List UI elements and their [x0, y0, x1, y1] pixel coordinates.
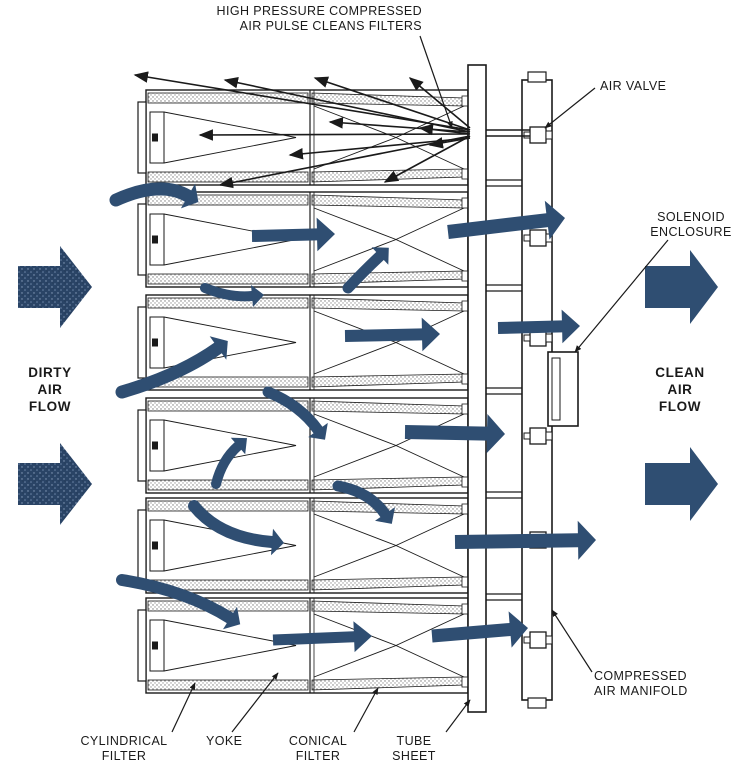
flow-arrow-curve — [188, 500, 278, 548]
flow-arrow — [251, 217, 335, 252]
flow-arrow-curve — [115, 341, 225, 399]
air-valve — [523, 229, 553, 247]
internal-flow-arrows — [109, 182, 596, 653]
flow-arrow-curve — [342, 250, 386, 294]
flow-arrow-head — [251, 285, 264, 307]
air-valve — [523, 631, 553, 649]
flow-arrow — [454, 520, 596, 560]
flow-arrow-head — [209, 336, 228, 360]
clean-air-arrow-bottom — [645, 447, 718, 521]
flow-arrow-curve — [200, 283, 257, 302]
tube-sheet — [467, 64, 487, 713]
dirty-air-arrow-bottom — [18, 443, 92, 525]
flow-arrow-head — [308, 422, 328, 440]
label-compressed-air-manifold: COMPRESSED AIR MANIFOLD — [594, 669, 688, 698]
manifold-braces — [486, 179, 522, 601]
label-conical-filter: CONICAL FILTER — [288, 734, 348, 763]
dirty-air-arrow-top — [18, 246, 92, 328]
flow-arrow-head — [271, 528, 284, 556]
label-cylindrical-filter: CYLINDRICAL FILTER — [80, 734, 168, 763]
label-dirty-air-flow: DIRTY AIR FLOW — [28, 365, 72, 414]
pulse-jet-arrows — [133, 71, 530, 189]
clean-air-arrows — [645, 250, 718, 521]
pulse-arrow — [428, 137, 471, 149]
clean-air-arrow-top — [645, 250, 718, 324]
pulse-arrow — [383, 135, 471, 183]
flow-arrow-curve — [262, 386, 324, 436]
flow-arrow — [431, 611, 528, 648]
flow-arrow — [344, 317, 440, 352]
pulse-arrow — [418, 123, 471, 136]
flow-arrow-head — [230, 437, 247, 455]
label-yoke: YOKE — [206, 734, 243, 748]
flow-arrow-head — [371, 247, 389, 265]
pulse-arrow — [328, 117, 471, 133]
flow-arrow-head — [223, 606, 241, 630]
air-valve — [523, 126, 553, 144]
air-valve — [523, 329, 553, 347]
flow-arrow — [404, 414, 505, 454]
label-tube-sheet: TUBE SHEET — [392, 734, 436, 763]
flow-arrow — [447, 200, 565, 240]
flow-arrow — [272, 621, 372, 653]
flow-arrow-head — [180, 183, 199, 209]
pulse-arrow — [408, 77, 471, 129]
dirty-air-arrows — [18, 246, 92, 525]
label-air-valve: AIR VALVE — [600, 79, 667, 93]
pulse-arrow — [223, 77, 471, 133]
filter-row — [137, 597, 469, 694]
flow-arrow-curve — [332, 480, 391, 520]
air-valve — [523, 427, 553, 445]
filter-row — [137, 294, 469, 391]
label-solenoid-enclosure: SOLENOID ENCLOSURE — [650, 210, 732, 239]
pulse-arrow — [198, 129, 471, 141]
flow-arrow-curve — [109, 182, 195, 207]
label-clean-air-flow: CLEAN AIR FLOW — [655, 365, 705, 414]
label-pulse-cleans-filters: HIGH PRESSURE COMPRESSED AIR PULSE CLEAN… — [216, 4, 422, 33]
flow-arrow-head — [375, 507, 395, 524]
filter-row — [137, 89, 469, 186]
solenoid-enclosure — [547, 351, 579, 427]
filter-row — [137, 497, 469, 594]
pulse-arrow — [313, 76, 471, 131]
leader-lines — [171, 35, 669, 733]
flow-arrow — [497, 309, 580, 344]
flow-arrow-curve — [211, 441, 243, 489]
pulse-arrow — [218, 135, 471, 189]
flow-arrow-curve — [116, 574, 236, 624]
